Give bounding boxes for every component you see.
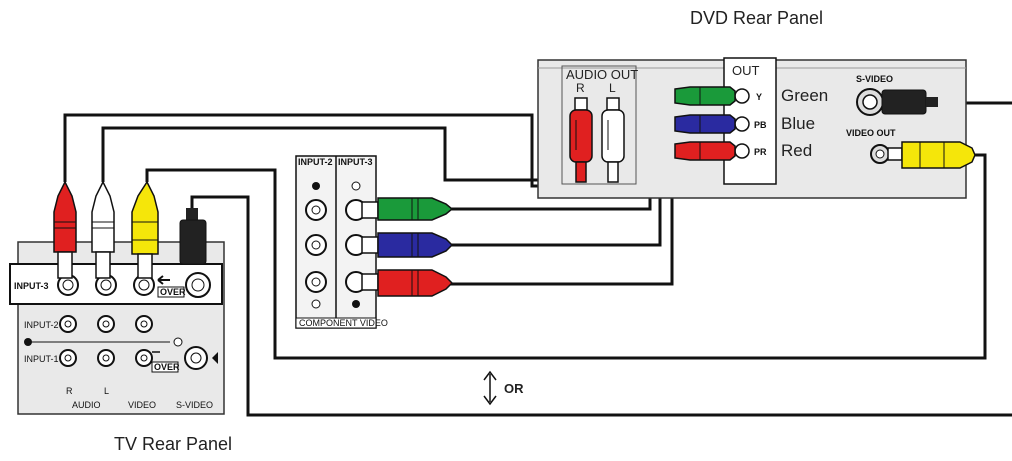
tv-over-badge [157,286,185,298]
dvd-red-label: Red [781,141,812,160]
tv-input3-label: INPUT-3 [14,281,49,291]
tv-audio-label: AUDIO [72,400,101,410]
tv-over-label-2: OVER [154,362,180,372]
tv-red-plug [53,180,77,279]
audio-out-r-label: R [576,81,585,95]
component-y-plug [361,197,454,221]
arrow-up-icon [483,370,497,381]
dvd-pb-jack [734,116,750,132]
component-video-label: COMPONENT VIDEO [299,318,388,328]
dvd-blue-label: Blue [781,114,815,133]
dvd-svideo-label: S-VIDEO [856,74,893,84]
cable-video-to-tv [145,153,987,360]
cable-svideo-to-tv [190,195,1012,417]
component-input-module: INPUT-2 INPUT-3 COMPONENT VIDEO [295,155,454,329]
arrow-left-icon [157,275,170,285]
or-label: OR [504,381,524,396]
dvd-y-jack [734,88,750,104]
tv-yellow-plug [131,180,159,279]
dvd-video-out-label: VIDEO OUT [846,128,896,138]
component-input2-label: INPUT-2 [298,157,333,167]
dvd-audio-r-plug [569,97,593,183]
dvd-pr-plug [674,141,736,161]
tv-video-label: VIDEO [128,400,156,410]
dvd-pb-plug [674,114,736,134]
dvd-green-label: Green [781,86,828,105]
tv-svideo-plug [179,208,207,265]
component-input3-label: INPUT-3 [338,157,373,167]
tv-input2-label: INPUT-2 [24,320,59,330]
tv-over-badge-2 [151,361,179,373]
dvd-y-label: Y [756,92,762,102]
tv-r-label: R [66,386,73,396]
dvd-svideo-plug [881,89,927,115]
dvd-pr-jack [734,143,750,159]
tv-rear-panel: INPUT-3 INPUT-2 INPUT-1 OVER O [9,180,232,454]
audio-out-l-label: L [609,81,616,95]
audio-out-frame [561,65,637,185]
dvd-audio-l-plug [601,97,625,183]
dvd-pb-label: PB [754,120,767,130]
tv-l-label: L [104,386,109,396]
component-pr-plug [361,269,454,297]
arrow-down-icon [483,395,497,406]
tv-input1-label: INPUT-1 [24,354,59,364]
triangle-pointer-icon [212,352,218,364]
dvd-video-plug [887,141,976,169]
or-indicator: OR [483,370,524,406]
dvd-out-label: OUT [732,63,760,78]
component-pb-plug [361,232,454,258]
tv-over-label: OVER [160,287,186,297]
tv-panel-title: TV Rear Panel [114,434,232,454]
dvd-y-plug [674,86,736,106]
tv-svideo-label: S-VIDEO [176,400,213,410]
dvd-rear-panel: DVD Rear Panel AUDIO OUT R L OUT Y PB PR… [537,8,976,199]
dvd-pr-label: PR [754,147,767,157]
audio-out-label: AUDIO OUT [566,67,638,82]
tv-white-plug [91,180,115,279]
dvd-panel-title: DVD Rear Panel [690,8,823,28]
